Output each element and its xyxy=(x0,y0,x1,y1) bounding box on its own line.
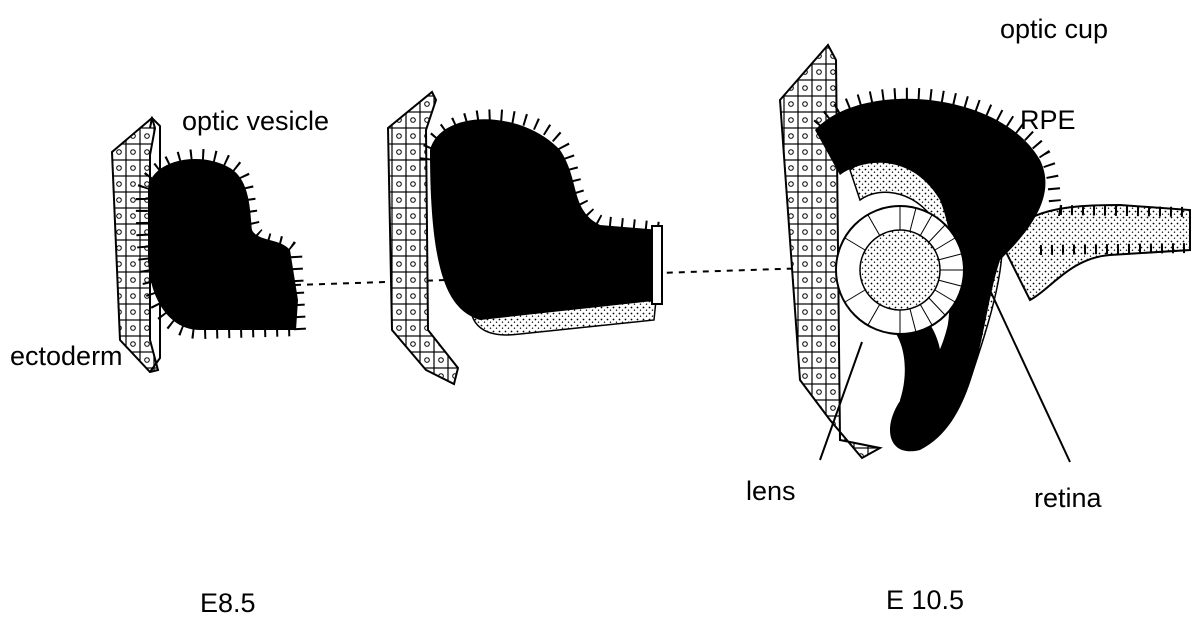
label-rpe: RPE xyxy=(1020,107,1076,134)
lens-vesicle xyxy=(836,206,964,334)
label-lens: lens xyxy=(746,478,796,505)
retina-leader-line xyxy=(975,258,1070,462)
invaginating-vesicle-drawing xyxy=(388,92,662,384)
label-ectoderm: ectoderm xyxy=(10,343,123,370)
label-optic-cup: optic cup xyxy=(1000,16,1108,43)
label-optic-vesicle: optic vesicle xyxy=(182,108,329,135)
optic-vesicle-drawing xyxy=(112,118,300,372)
optic-cup-drawing xyxy=(780,45,1190,458)
stage-label-late: E 10.5 xyxy=(886,587,964,614)
stage-label-early: E8.5 xyxy=(200,590,256,617)
invaginating-lower-stalk xyxy=(470,300,656,335)
label-retina: retina xyxy=(1034,485,1102,512)
